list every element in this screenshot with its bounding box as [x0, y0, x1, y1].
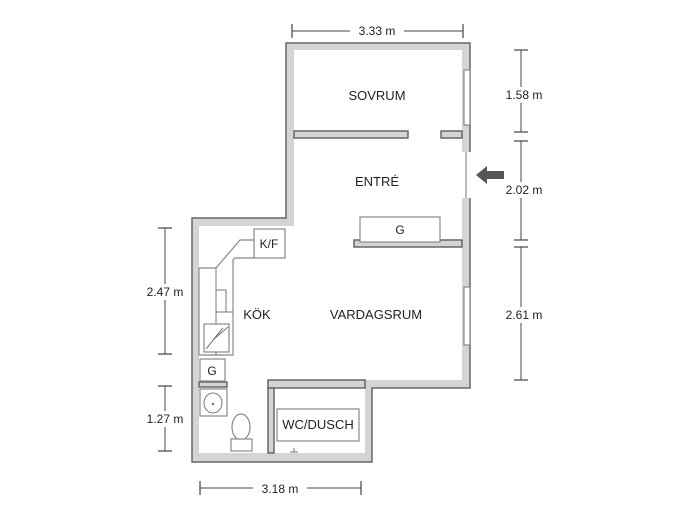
dim-bottom-bg	[253, 480, 307, 496]
wall-wc-left	[267, 387, 275, 454]
room-kok: KÖK	[243, 307, 271, 322]
dim-right-bg-3	[498, 307, 550, 323]
dim-right-entre-text: 2.02 m	[506, 183, 543, 197]
room-sovrum: SOVRUM	[348, 88, 405, 103]
garderob-entre	[359, 216, 441, 243]
window-vardagsrum	[463, 286, 471, 346]
garderob-kok	[199, 358, 226, 382]
dim-left-wc-text: 1.27 m	[147, 412, 184, 426]
room-entre: ENTRÉ	[355, 174, 399, 189]
dim-right-bg-2	[498, 182, 550, 198]
washbasin-bowl	[203, 392, 223, 414]
wc-dusch-box	[276, 408, 360, 442]
stove-zigzag	[205, 326, 229, 350]
dim-top-bg	[350, 22, 404, 38]
window-sovrum	[463, 69, 471, 126]
toilet-tank	[230, 438, 253, 452]
wall-wc-top	[267, 379, 366, 389]
floor-area	[199, 50, 462, 453]
wall-sovrum-entre-left	[293, 130, 409, 139]
dim-right-bg-1	[498, 87, 550, 103]
wall-sovrum-entre-right	[440, 130, 463, 139]
fridge-freezer-label: K/F	[260, 237, 279, 251]
dim-right-sovrum-text: 1.58 m	[506, 88, 543, 102]
dim-left-bg-2	[140, 411, 190, 427]
dim-left-bg-1	[140, 284, 190, 300]
garderob-entre-label: G	[395, 223, 404, 237]
toilet-bowl	[231, 413, 251, 441]
stove	[203, 323, 230, 353]
dim-top-text: 3.33 m	[359, 24, 396, 38]
room-wc: WC/DUSCH	[282, 417, 354, 432]
dim-bottom-text: 3.18 m	[262, 482, 299, 496]
arrow-left-icon	[476, 166, 504, 184]
room-vardagsrum: VARDAGSRUM	[330, 307, 422, 322]
wall-kitchen-bath	[198, 381, 228, 388]
garderob-kok-label: G	[207, 364, 216, 378]
fridge-freezer	[253, 228, 286, 259]
dim-right-vardagsrum-text: 2.61 m	[506, 308, 543, 322]
shower-drain-icon	[290, 448, 298, 453]
dim-left-kok-text: 2.47 m	[147, 285, 184, 299]
washbasin-drain	[211, 402, 215, 406]
